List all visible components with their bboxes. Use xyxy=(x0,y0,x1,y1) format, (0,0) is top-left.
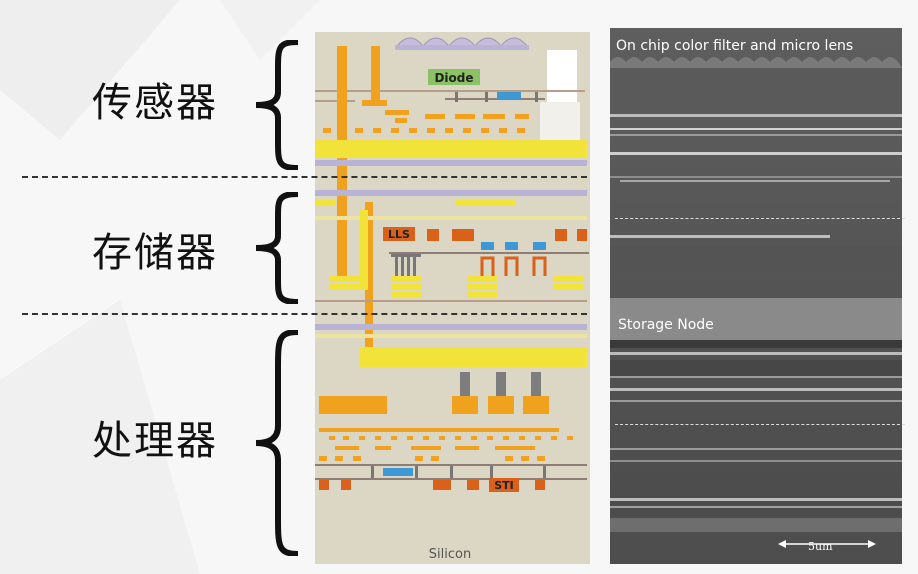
brace-memory-icon xyxy=(255,192,299,304)
sti-label: STI xyxy=(494,479,514,492)
microlens-array xyxy=(395,37,529,47)
label-sensor: 传感器 xyxy=(92,80,218,126)
brace-processor-icon xyxy=(255,330,299,556)
via-center xyxy=(365,202,373,347)
sti-block xyxy=(489,478,519,492)
label-memory: 存储器 xyxy=(92,230,218,276)
label-processor: 处理器 xyxy=(92,418,218,464)
sem-scale-bar-label: 5um xyxy=(808,540,833,553)
sem-divider-1 xyxy=(615,218,905,219)
lls-block xyxy=(383,227,415,241)
sem-cross-section-image: On chip color filter and micro lens Stor… xyxy=(610,28,902,564)
bond-layer-top xyxy=(315,140,587,158)
diode-region xyxy=(428,69,480,85)
sem-divider-2 xyxy=(615,424,905,425)
lls-label: LLS xyxy=(388,228,410,241)
diode-label: Diode xyxy=(434,71,473,85)
bond-layer-bottom xyxy=(360,347,587,367)
sem-top-caption: On chip color filter and micro lens xyxy=(616,38,854,54)
silicon-label: Silicon xyxy=(429,547,471,562)
sem-storage-node-label: Storage Node xyxy=(618,317,714,333)
divider-sensor-memory xyxy=(22,176,587,178)
divider-memory-processor xyxy=(22,313,587,315)
brace-sensor-icon xyxy=(255,40,299,170)
schematic-cross-section: Diode LLS xyxy=(315,32,590,564)
